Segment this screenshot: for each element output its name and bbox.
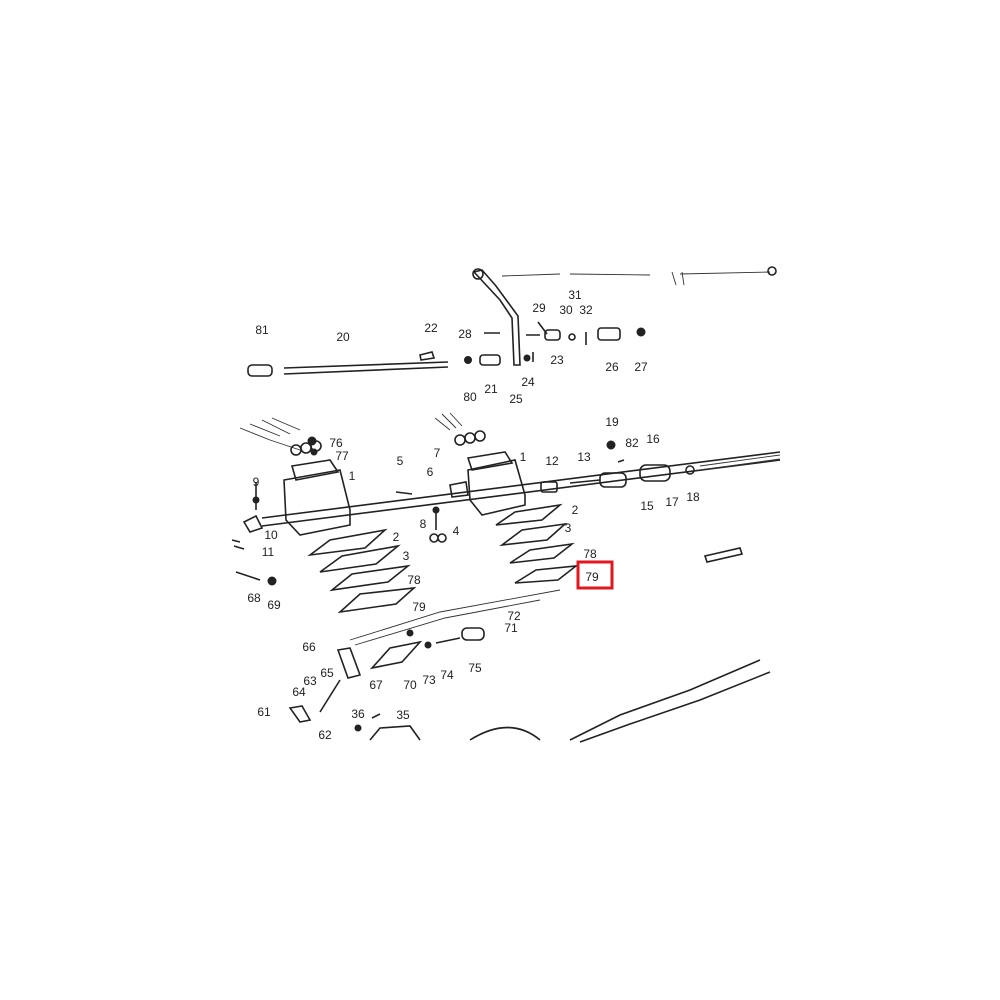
injection-pump-left — [283, 469, 351, 536]
callout-72: 72 — [507, 609, 521, 623]
callout-3: 3 — [565, 521, 572, 535]
callout-26: 26 — [605, 360, 619, 374]
callout-9: 9 — [253, 475, 260, 489]
callout-2: 2 — [572, 503, 579, 517]
callout-82: 82 — [625, 436, 639, 450]
callout-36: 36 — [351, 707, 365, 721]
spring-81 — [247, 364, 273, 377]
callout-12: 12 — [545, 454, 559, 468]
callout-35: 35 — [396, 708, 410, 722]
callout-69: 69 — [267, 598, 281, 612]
throttle-cable — [501, 271, 771, 277]
callout-2: 2 — [393, 530, 400, 544]
callout-6: 6 — [427, 465, 434, 479]
callout-10: 10 — [264, 528, 278, 542]
callout-62: 62 — [318, 728, 332, 742]
callout-66: 66 — [302, 640, 316, 654]
callout-7: 7 — [434, 446, 441, 460]
callout-19: 19 — [605, 415, 619, 429]
camshaft — [569, 659, 761, 741]
callout-18: 18 — [686, 490, 700, 504]
callout-75: 75 — [468, 661, 482, 675]
callout-22: 22 — [424, 321, 438, 335]
callout-5: 5 — [397, 454, 404, 468]
callout-67: 67 — [369, 678, 383, 692]
callout-77: 77 — [335, 449, 349, 463]
callout-15: 15 — [640, 499, 654, 513]
rod-20 — [283, 361, 449, 375]
gaskets-left — [307, 528, 417, 614]
callout-30: 30 — [559, 303, 573, 317]
callout-24: 24 — [521, 375, 535, 389]
injection-pump-right — [467, 459, 526, 516]
callout-65: 65 — [320, 666, 334, 680]
callout-11: 11 — [262, 545, 275, 559]
linework — [231, 266, 781, 743]
callout-78: 78 — [407, 573, 421, 587]
callout-71: 71 — [504, 621, 518, 635]
callout-1: 1 — [520, 450, 527, 464]
callout-61: 61 — [257, 705, 271, 719]
callout-78: 78 — [583, 547, 597, 561]
callout-16: 16 — [646, 432, 660, 446]
callout-74: 74 — [440, 668, 454, 682]
callout-28: 28 — [458, 327, 472, 341]
cover-plate — [369, 640, 423, 670]
callout-80: 80 — [463, 390, 477, 404]
callout-70: 70 — [403, 678, 417, 692]
callout-29: 29 — [532, 301, 546, 315]
callout-64: 64 — [292, 685, 306, 699]
callout-20: 20 — [336, 330, 350, 344]
callout-73: 73 — [422, 673, 436, 687]
callout-63: 63 — [303, 674, 317, 688]
throttle-lever — [472, 269, 521, 366]
callout-81: 81 — [255, 323, 269, 337]
callout-13: 13 — [577, 450, 591, 464]
callout-3: 3 — [403, 549, 410, 563]
callout-32: 32 — [579, 303, 593, 317]
highlight-box — [576, 560, 614, 590]
callout-4: 4 — [453, 524, 460, 538]
callout-68: 68 — [247, 591, 261, 605]
callout-8: 8 — [420, 517, 427, 531]
callout-17: 17 — [665, 495, 679, 509]
callout-21: 21 — [484, 382, 498, 396]
callout-23: 23 — [550, 353, 564, 367]
callout-1: 1 — [349, 469, 356, 483]
callout-31: 31 — [568, 288, 582, 302]
callout-79: 79 — [412, 600, 426, 614]
callout-25: 25 — [509, 392, 523, 406]
callout-27: 27 — [634, 360, 648, 374]
gear — [469, 726, 541, 741]
callout-76: 76 — [329, 436, 343, 450]
gaskets-right — [495, 503, 579, 584]
callout-79: 79 — [585, 570, 599, 584]
